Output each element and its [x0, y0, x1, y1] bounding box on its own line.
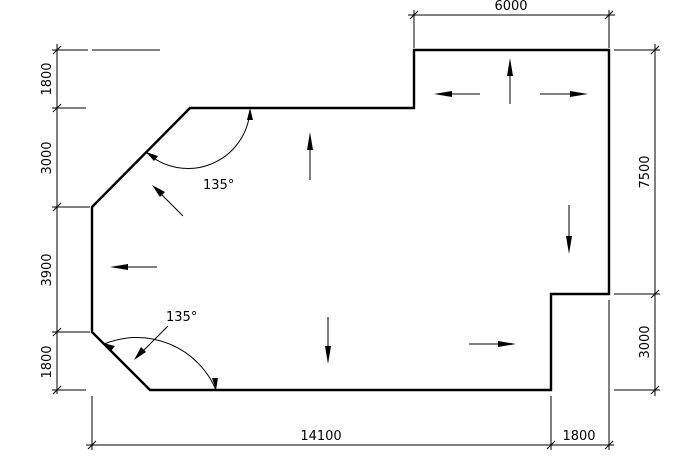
dim-label-7500: 7500: [638, 155, 653, 188]
arrow-center-up: [307, 132, 313, 180]
arrow-lower-left-diagonal: [134, 325, 169, 360]
arrow-upper-left-diagonal: [152, 185, 184, 217]
angle-label-upper: 135°: [203, 178, 234, 193]
arrow-right-down: [566, 205, 572, 254]
arrow-top-room-left: [434, 91, 480, 97]
arrow-bottom-right: [469, 341, 516, 347]
dim-top-6000: 6000: [408, 0, 615, 48]
angle-lower: 135°: [103, 310, 218, 391]
dim-label-1800-bottom: 1800: [562, 429, 595, 444]
dim-label-1800-top: 1800: [40, 62, 55, 95]
angle-upper: 135°: [145, 108, 253, 193]
dim-label-3000-right: 3000: [638, 325, 653, 358]
dim-right-chain: 7500 3000: [614, 44, 660, 396]
dim-left-chain: 1800 3000 3900 1800: [40, 44, 160, 395]
arrow-left-side: [110, 264, 157, 270]
dim-bottom-chain: 14100 1800: [86, 300, 614, 450]
arrow-top-room-right: [540, 91, 588, 97]
angle-label-lower: 135°: [166, 310, 197, 325]
dim-label-6000: 6000: [494, 0, 527, 14]
arrow-top-room-up: [507, 58, 513, 104]
dim-label-3900: 3900: [40, 253, 55, 286]
dim-label-14100: 14100: [300, 429, 341, 444]
dim-label-1800-bottom-left: 1800: [40, 345, 55, 378]
plan-outline: [90, 48, 611, 392]
arrow-bottom-center-down: [325, 317, 331, 364]
slope-arrows: [110, 58, 588, 364]
dim-label-3000-left: 3000: [40, 141, 55, 174]
